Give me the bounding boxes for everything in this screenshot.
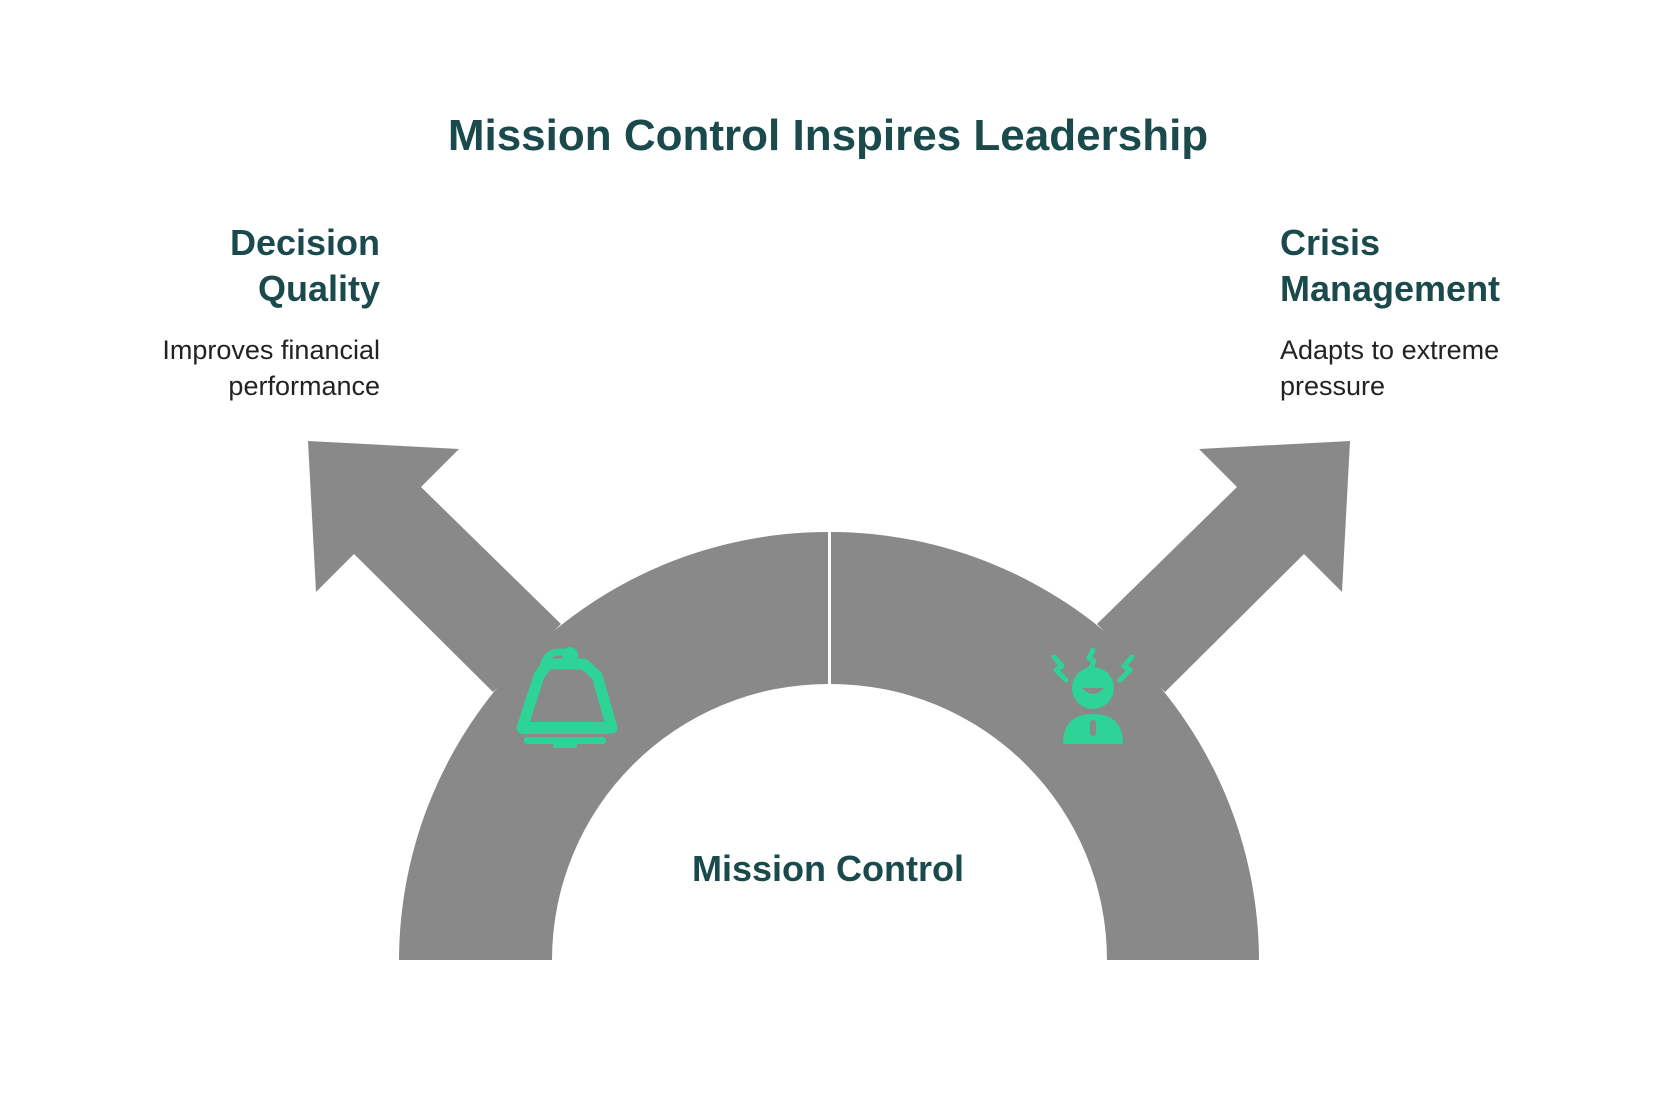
right-branch-heading: Crisis Management	[1280, 222, 1501, 309]
left-branch-label: Decision Quality Improves financial perf…	[80, 220, 380, 404]
center-label: Mission Control	[692, 848, 964, 889]
right-arc-arrow	[831, 441, 1350, 960]
diagram-title: Mission Control Inspires Leadership	[447, 111, 1209, 160]
right-branch-label: Crisis Management Adapts to extreme pres…	[1280, 220, 1580, 404]
left-arc-segment	[399, 532, 828, 960]
left-branch-heading: Decision Quality	[229, 222, 380, 309]
right-branch-description: Adapts to extreme pressure	[1280, 335, 1500, 401]
control-console-icon	[516, 647, 618, 748]
stressed-person-icon	[1051, 647, 1135, 744]
left-arc-arrow	[308, 441, 828, 960]
left-arrow-shaft	[308, 441, 561, 692]
left-branch-description: Improves financial performance	[162, 335, 380, 401]
right-arc-segment	[831, 532, 1259, 960]
right-arrow-shaft	[1097, 441, 1350, 692]
